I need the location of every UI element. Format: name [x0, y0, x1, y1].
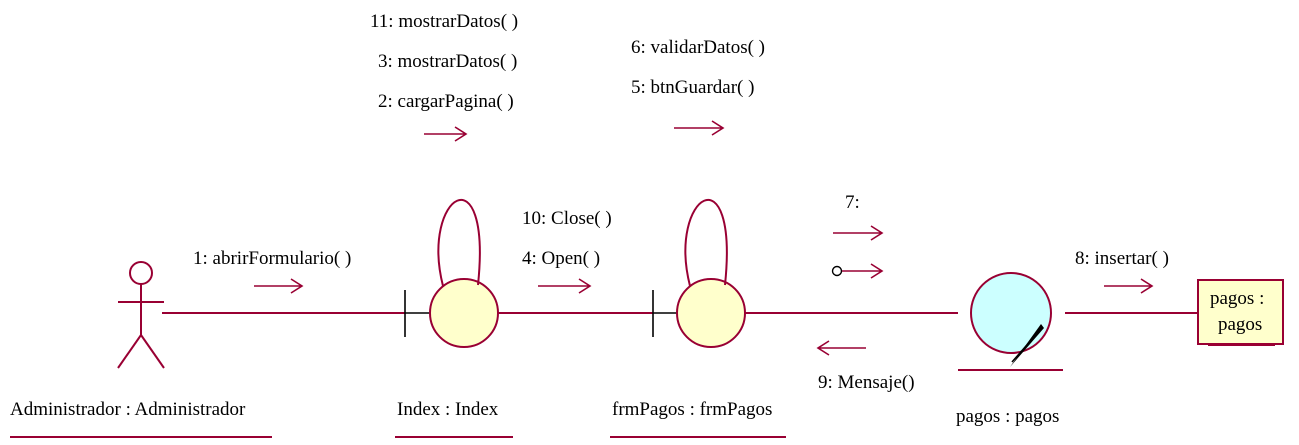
object-box-line2: pagos — [1218, 314, 1262, 335]
object-box-line1: pagos : — [1210, 288, 1264, 309]
entity-pagos-needle — [1011, 329, 1041, 363]
arrow-index-self — [424, 126, 468, 142]
msg-admin-index: 1: abrirFormulario( ) — [193, 248, 351, 269]
arrow-pagos-box — [1104, 278, 1154, 294]
boundary-frmpagos[interactable] — [652, 198, 746, 348]
actor-leg-left — [117, 334, 142, 369]
return-circle — [831, 265, 843, 277]
msg-frm-self-1: 6: validarDatos( ) — [631, 37, 765, 58]
actor-head — [129, 261, 153, 285]
arrow-pagos-frm — [816, 340, 866, 356]
arrow-admin-index — [254, 278, 304, 294]
object-box-pagos[interactable]: pagos : pagos — [1197, 279, 1284, 346]
msg-index-self-3: 2: cargarPagina( ) — [378, 91, 514, 112]
msg-pagos-box: 8: insertar( ) — [1075, 248, 1169, 269]
arrow-frm-self — [674, 120, 725, 136]
pagos-entity-label: pagos : pagos — [956, 406, 1059, 427]
arrow-frm-pagos — [833, 225, 884, 241]
boundary-frm-circle — [676, 278, 746, 348]
self-loop-frm — [684, 198, 728, 287]
msg-frm-pagos: 7: — [845, 192, 860, 213]
msg-pagos-frm: 9: Mensaje() — [818, 372, 915, 393]
actor-administrador[interactable] — [117, 261, 165, 369]
msg-index-frm-1: 10: Close( ) — [522, 208, 612, 229]
arrow-index-frm — [538, 278, 592, 294]
msg-frm-self-2: 5: btnGuardar( ) — [631, 77, 754, 98]
index-label: Index : Index — [397, 399, 499, 420]
entity-pagos-circle — [970, 272, 1052, 354]
msg-index-self-1: 11: mostrarDatos( ) — [370, 11, 518, 32]
boundary-index[interactable] — [404, 198, 499, 348]
self-loop-index — [437, 198, 481, 287]
actor-administrador-label: Administrador : Administrador — [10, 399, 246, 420]
actor-leg-right — [140, 334, 165, 369]
msg-index-frm-2: 4: Open( ) — [522, 248, 600, 269]
frmpagos-label: frmPagos : frmPagos — [612, 399, 772, 420]
arrow-return — [842, 263, 884, 279]
entity-pagos[interactable] — [958, 272, 1063, 371]
msg-index-self-2: 3: mostrarDatos( ) — [378, 51, 517, 72]
boundary-index-circle — [429, 278, 499, 348]
